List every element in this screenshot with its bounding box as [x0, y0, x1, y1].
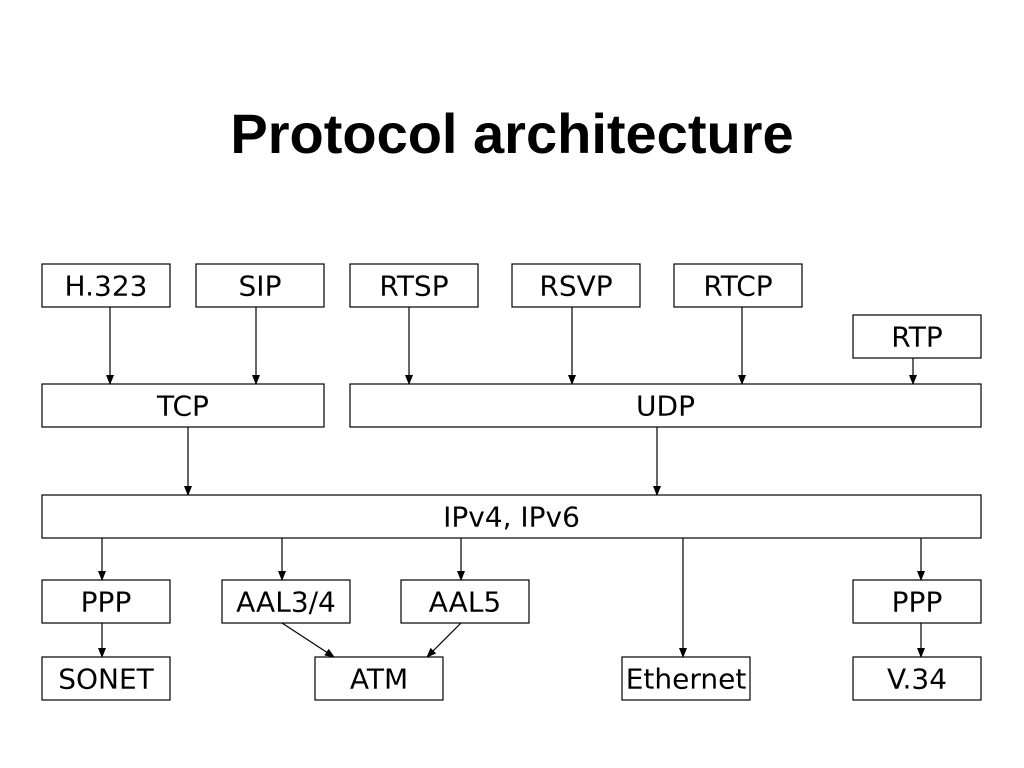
node-udp-box — [349, 383, 982, 428]
node-rtp-label: RTP — [891, 321, 942, 354]
node-udp: UDP — [349, 383, 982, 428]
node-sip-label: SIP — [239, 270, 282, 303]
node-aal34-box — [221, 579, 351, 624]
node-aal5: AAL5 — [400, 579, 530, 624]
node-ethernet: Ethernet — [621, 656, 751, 701]
node-sip: SIP — [195, 263, 325, 308]
node-ppp1: PPP — [41, 579, 171, 624]
node-ip: IPv4, IPv6 — [41, 494, 982, 539]
node-aal5-label: AAL5 — [429, 586, 502, 619]
node-h323-box — [41, 263, 171, 308]
node-tcp: TCP — [41, 383, 325, 428]
node-rsvp-label: RSVP — [539, 270, 612, 303]
node-atm-label: ATM — [350, 663, 408, 696]
node-ethernet-box — [621, 656, 751, 701]
node-rtcp: RTCP — [673, 263, 803, 308]
node-v34-label: V.34 — [887, 663, 947, 696]
node-h323-label: H.323 — [65, 270, 148, 303]
node-rtp: RTP — [852, 314, 982, 359]
node-rsvp: RSVP — [511, 263, 641, 308]
arrow-aal5-to-atm — [426, 622, 462, 658]
node-v34-box — [852, 656, 982, 701]
node-v34: V.34 — [852, 656, 982, 701]
node-sonet-label: SONET — [58, 663, 154, 696]
node-udp-label: UDP — [636, 390, 695, 423]
node-ppp2: PPP — [852, 579, 982, 624]
slide-title: Protocol architecture — [230, 102, 794, 165]
node-aal34-label: AAL3/4 — [236, 586, 336, 619]
node-rtcp-box — [673, 263, 803, 308]
node-ethernet-label: Ethernet — [626, 663, 747, 696]
node-ip-box — [41, 494, 982, 539]
node-aal5-box — [400, 579, 530, 624]
node-ppp2-label: PPP — [892, 586, 943, 619]
node-ppp1-label: PPP — [81, 586, 132, 619]
node-rtsp-label: RTSP — [379, 270, 448, 303]
node-rtsp: RTSP — [349, 263, 479, 308]
node-h323: H.323 — [41, 263, 171, 308]
node-rtcp-label: RTCP — [703, 270, 772, 303]
node-rtsp-box — [349, 263, 479, 308]
node-ppp1-box — [41, 579, 171, 624]
arrow-aal34-to-atm — [281, 622, 335, 658]
node-ip-label: IPv4, IPv6 — [443, 501, 580, 534]
node-rsvp-box — [511, 263, 641, 308]
node-tcp-box — [41, 383, 325, 428]
node-sonet-box — [41, 656, 171, 701]
edges-layer — [98, 307, 925, 658]
node-ppp2-box — [852, 579, 982, 624]
node-atm: ATM — [314, 656, 444, 701]
node-atm-box — [314, 656, 444, 701]
node-tcp-label: TCP — [156, 390, 209, 423]
node-sonet: SONET — [41, 656, 171, 701]
nodes-layer: H.323 SIP RTSP RSVP RTCP RTP TCP UDP IPv4, IPv6P… — [41, 263, 982, 701]
node-sip-box — [195, 263, 325, 308]
node-aal34: AAL3/4 — [221, 579, 351, 624]
node-rtp-box — [852, 314, 982, 359]
